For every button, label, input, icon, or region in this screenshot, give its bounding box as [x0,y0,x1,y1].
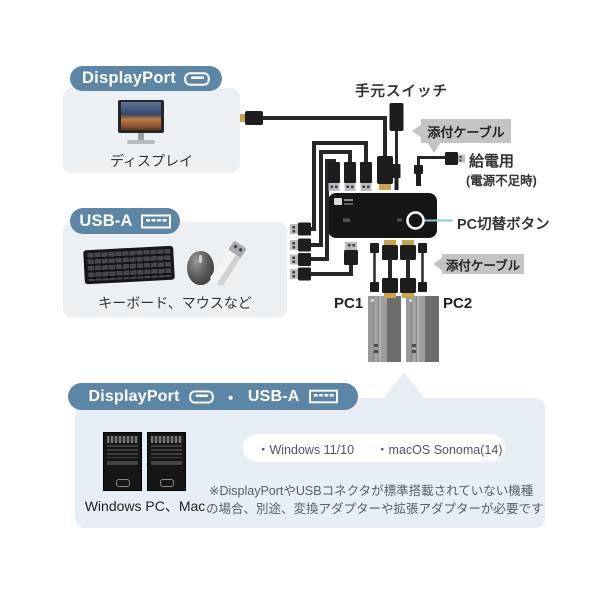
power-sublabel: (電源不足時) [466,174,537,188]
monitor-screen-image [121,102,161,130]
windows-pc-tower-1 [103,432,142,491]
pc1-usb-cable [370,243,379,292]
os-support-box: ・Windows 11/10 ・macOS Sonoma(14) [243,434,505,462]
device-indicator-mark [343,218,350,222]
device-button-mark [397,218,402,222]
display-illustration [118,100,164,144]
remote-switch-label: 手元スイッチ [355,84,448,100]
usba-icon [308,389,338,404]
note-line-1: ※DisplayPortやUSBコネクタが標準搭載されていない機種 [209,484,534,498]
display-cable [240,111,387,156]
pc-cables [370,240,427,298]
usb-connector-top-2 [344,162,356,191]
bottom-panel-pointer [383,372,425,399]
dp-connector-to-device [377,156,393,190]
monitor-base [127,140,155,144]
pc2-tower [406,296,439,362]
usb-caption: キーボード、マウスなど [98,295,252,311]
pc1-label: PC1 [334,295,364,312]
power-cable [414,152,465,186]
os-item-macos: ・macOS Sonoma(14) [376,442,503,457]
pc2-label: PC2 [443,295,473,312]
displayport-badge-label: DisplayPort [82,69,176,87]
windows-pc-tower-2 [147,432,186,491]
device-top-usb-connectors [328,162,372,191]
bottom-badge-separator: ・ [222,390,239,408]
bottom-badge-usb-label: USB-A [247,387,300,405]
displayport-icon [184,71,210,86]
pc2-usb-cable [418,243,427,292]
usba-badge: USB-A [70,208,180,234]
bottom-caption: Windows PC、Mac [84,498,206,514]
note-line-2: の場合、別途、変換アダプターや拡張アダプターが必要です [206,502,544,516]
usb-plug-3 [290,253,311,266]
callout-tail-left [433,257,443,271]
displayport-icon [188,389,214,404]
switch-button-label: PC切替ボタン [457,217,550,233]
included-cable-bottom-text: 添付ケーブル [445,258,521,273]
usb-connector-top-3 [360,162,372,191]
callout-tail-left [412,124,422,138]
device-bottom-usb-plug [344,242,358,265]
included-cable-callout-top: 添付ケーブル [412,119,511,153]
pc1-dp-cable [382,240,398,298]
usb-plug-2 [290,238,311,252]
bottom-badge: DisplayPort ・ USB-A [68,383,358,410]
usba-badge-label: USB-A [79,211,133,230]
os-item-windows: ・Windows 11/10 [257,442,355,457]
device-logo [334,198,342,205]
mouse-wheel [199,255,202,263]
power-label: 給電用 [469,153,515,170]
switch-button-ring [406,211,425,230]
bottom-badge-dp-label: DisplayPort [88,387,180,405]
displayport-badge: DisplayPort [70,66,222,91]
usb-plug-4 [290,267,311,281]
pc1-tower [368,296,401,362]
remote-switch [389,103,404,190]
display-caption: ディスプレイ [109,153,194,169]
usb-plug-1 [290,222,311,236]
monitor-stand [138,133,144,140]
usba-icon [140,214,171,228]
pc2-dp-cable [400,240,416,298]
callout-tail-down [427,142,441,153]
included-cable-callout-bottom: 添付ケーブル [433,254,524,274]
keyboard-mouse-usb-plugs [290,141,368,281]
kvm-switch-device [328,193,437,238]
included-cable-top-text: 添付ケーブル [427,124,505,140]
usb-connector-top-1 [328,162,340,191]
